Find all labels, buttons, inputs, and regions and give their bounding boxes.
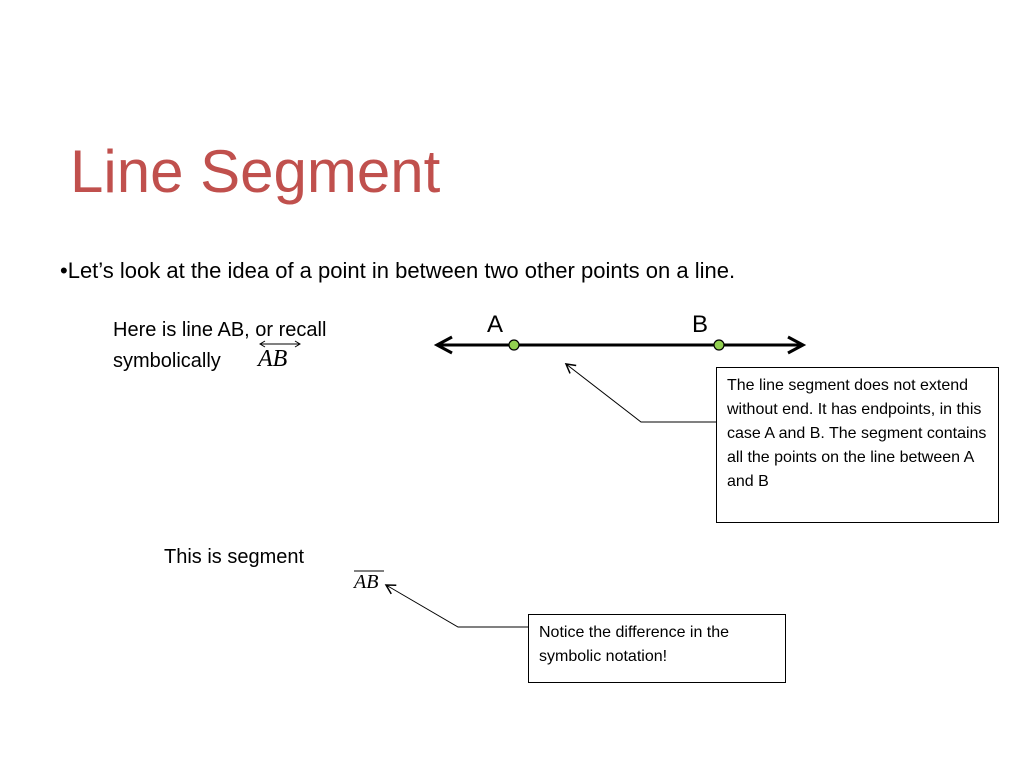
notation-callout-connector — [384, 584, 528, 628]
segment-ab-notation: AB — [354, 570, 1024, 594]
line-ab — [433, 335, 807, 355]
line-ab-notation: AB — [258, 340, 1024, 373]
line-ab-notation-text: AB — [258, 346, 288, 372]
segment-ab-notation-text: AB — [354, 571, 379, 593]
point-a — [508, 339, 520, 351]
point-a-label: A — [487, 311, 504, 338]
point-b — [713, 339, 725, 351]
bullet-text: •Let’s look at the idea of a point in be… — [60, 258, 736, 283]
segment-callout-connector — [564, 363, 716, 423]
overline-bar — [354, 570, 384, 572]
segment-intro-text: This is segment — [164, 546, 305, 568]
notation-callout-box: Notice the difference in the symbolic no… — [528, 614, 786, 683]
double-arrow-icon — [259, 340, 301, 348]
line-intro-text: Here is line AB, or recall symbolically — [113, 319, 327, 372]
segment-callout-box: The line segment does not extend without… — [716, 367, 999, 523]
point-b-label: B — [692, 311, 709, 338]
slide-title: Line Segment — [70, 138, 441, 205]
